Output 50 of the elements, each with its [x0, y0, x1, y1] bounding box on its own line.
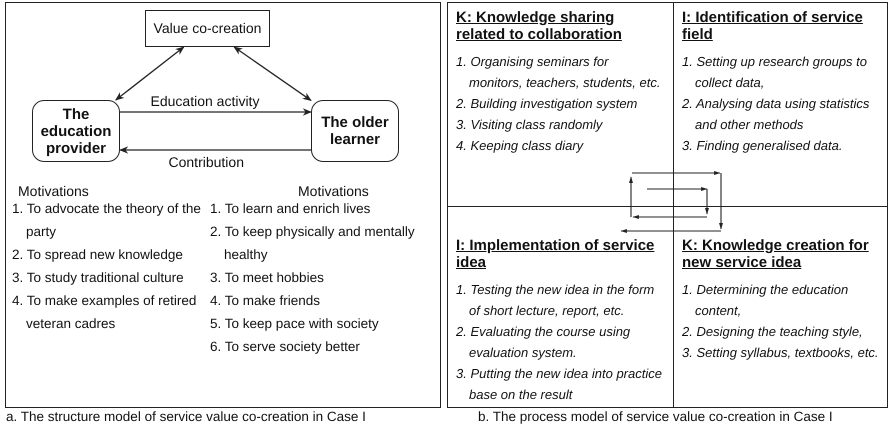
arrow [629, 176, 633, 217]
list-item: 2. To keep physically and mentally healthy [210, 223, 416, 264]
list-item: 4. To make examples of retired veteran cadres [12, 292, 198, 333]
list-item: 3. Finding generalised data. [682, 137, 844, 155]
list-item: 3. To meet hobbies [210, 269, 325, 287]
quadrant-heading: K: Knowledge sharing related to collaboration [456, 9, 623, 43]
edge-label: Contribution [168, 154, 244, 170]
arrow [647, 187, 708, 191]
quadrant-heading: K: Knowledge creation for new service idea [682, 237, 870, 271]
edge-label: Education activity [150, 93, 260, 109]
list-item: 2. Designing the teaching style, [682, 323, 864, 341]
list-item: 3. Setting syllabus, textbooks, etc. [682, 344, 879, 362]
list-item: 2. To spread new knowledge [12, 246, 184, 264]
arrow [115, 46, 184, 101]
list-item: 4. Keeping class diary [456, 137, 585, 155]
node-label: Value co-creation [154, 20, 262, 37]
arrow [705, 189, 709, 215]
quadrant-heading: I: Identification of service field [682, 9, 864, 43]
list-item: 1. To learn and enrich lives [210, 200, 372, 218]
list-item: 1. To advocate the theory of the party [12, 200, 202, 241]
actor-box [32, 100, 120, 162]
list-item: 1. Determining the education content, [682, 281, 850, 320]
node-label: The older learner [320, 114, 390, 148]
list-item: 1. Organising seminars for monitors, teachers, students, etc. [456, 53, 662, 92]
node-caption: Motivations [18, 183, 89, 199]
node-label: The education provider [40, 106, 112, 156]
list-item: 1. Testing the new idea in the form of short lecture, report, etc. [456, 281, 656, 320]
list-item: 3. To study traditional culture [12, 269, 185, 287]
list-item: 3. Visiting class randomly [456, 116, 604, 134]
arrow [620, 229, 721, 233]
list-item: 4. To make friends [210, 292, 322, 310]
figure-caption: b. The process model of service value co-creation in Case I [478, 409, 833, 425]
arrow [719, 173, 723, 230]
figure-caption: a. The structure model of service value co-creation in Case I [6, 409, 366, 425]
node-caption: Motivations [298, 183, 369, 199]
arrow [119, 146, 311, 154]
quadrant-heading: I: Implementation of service idea [456, 237, 656, 271]
arrow [632, 171, 721, 175]
arrow [120, 108, 312, 116]
list-item: 3. Putting the new idea into practice base on the result [456, 365, 663, 404]
concept-box [145, 10, 270, 47]
list-item: 6. To serve society better [210, 338, 361, 356]
arrow [632, 215, 707, 219]
list-item: 2. Building investigation system [456, 95, 638, 113]
arrow [233, 46, 312, 101]
list-item: 2. Analysing data using statistics and other methods [682, 95, 870, 134]
list-item: 1. Setting up research groups to collect data, [682, 53, 868, 92]
actor-box [311, 100, 399, 162]
list-item: 5. To keep pace with society [210, 315, 380, 333]
list-item: 2. Evaluating the course using evaluation system. [456, 323, 632, 362]
